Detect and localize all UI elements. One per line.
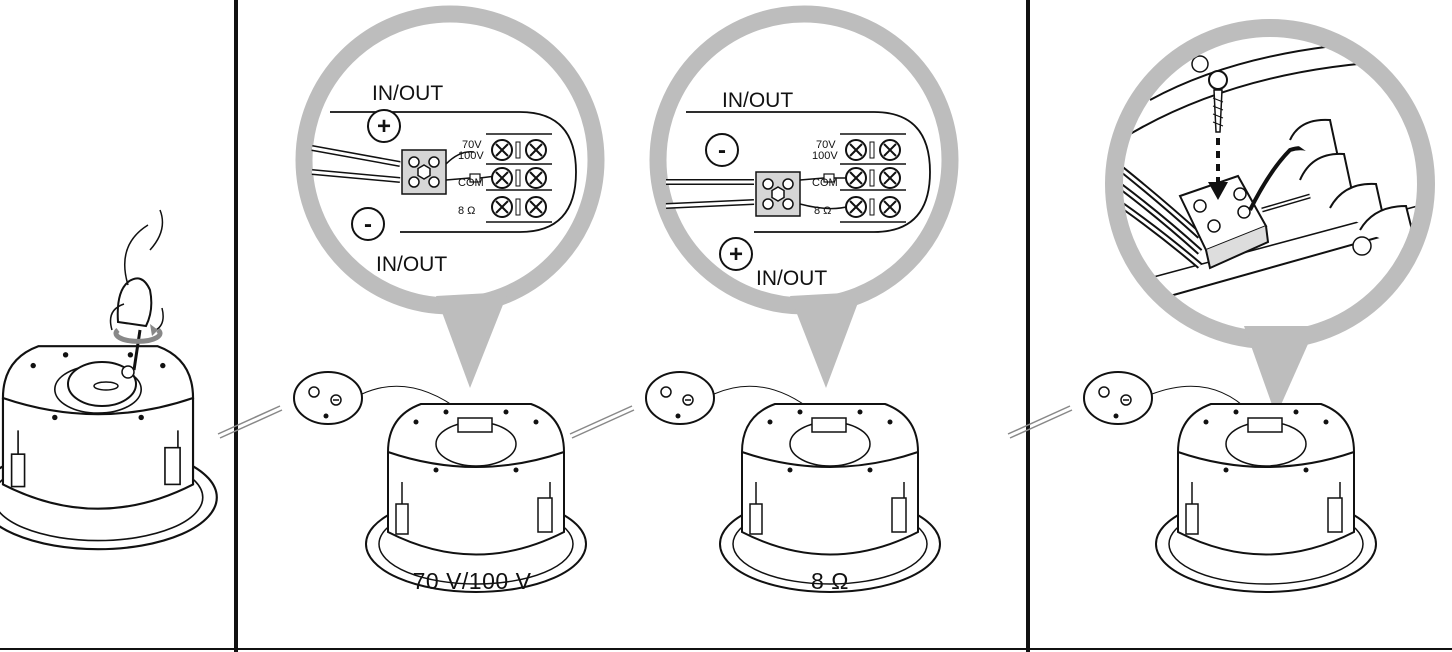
tap-com: COM [458,177,484,189]
in-out-top-label: IN/OUT [722,89,793,112]
hand-icon [124,209,164,286]
plus-sign: + [377,113,391,140]
tap-100v: 100V [812,150,838,162]
zoom-bubble [1105,19,1435,349]
screw-head-icon [1208,70,1228,90]
tap-com: COM [812,177,838,189]
minus-sign: - [718,137,726,164]
tap-8-ohm: 8 Ω [814,205,831,217]
screwdriver-handle [116,277,153,328]
screw-icon [1213,89,1223,133]
tap-8-ohm: 8 Ω [458,205,475,217]
zoom-pointer [1244,326,1316,416]
caption-70v-100v: 70 V/100 V [413,568,532,594]
plus-badge [719,237,753,271]
panel-1-remove-cover [0,209,218,551]
minus-badge [705,133,739,167]
panel-2-70v-100v: 70V 100V COM 8 Ω + - IN/OUT IN/OUT 70 V/… [217,5,605,594]
plus-badge [367,109,401,143]
in-out-top-label: IN/OUT [372,82,443,105]
in-out-bottom-label: IN/OUT [756,267,827,290]
in-out-bottom-label: IN/OUT [376,253,447,276]
panel-3-8-ohm: 70V 100V COM 8 Ω - + IN/OUT IN/OUT 8 Ω [569,5,959,594]
tap-70v: 70V [816,139,836,151]
zoom-bubble [649,5,959,315]
terminal-strip [840,133,906,223]
minus-sign: - [364,211,372,238]
zoom-pointer [436,292,508,388]
tap-100v: 100V [458,150,484,162]
rotate-arrow-icon [113,328,163,344]
caption-8-ohm: 8 Ω [811,568,849,594]
screwdriver-shaft [132,329,142,371]
tap-70v: 70V [462,139,482,151]
terminal-strip [486,133,552,223]
zoom-pointer [790,292,862,388]
panel-4-secure-screw [1007,19,1435,593]
plus-sign: + [729,241,743,268]
minus-badge [351,207,385,241]
